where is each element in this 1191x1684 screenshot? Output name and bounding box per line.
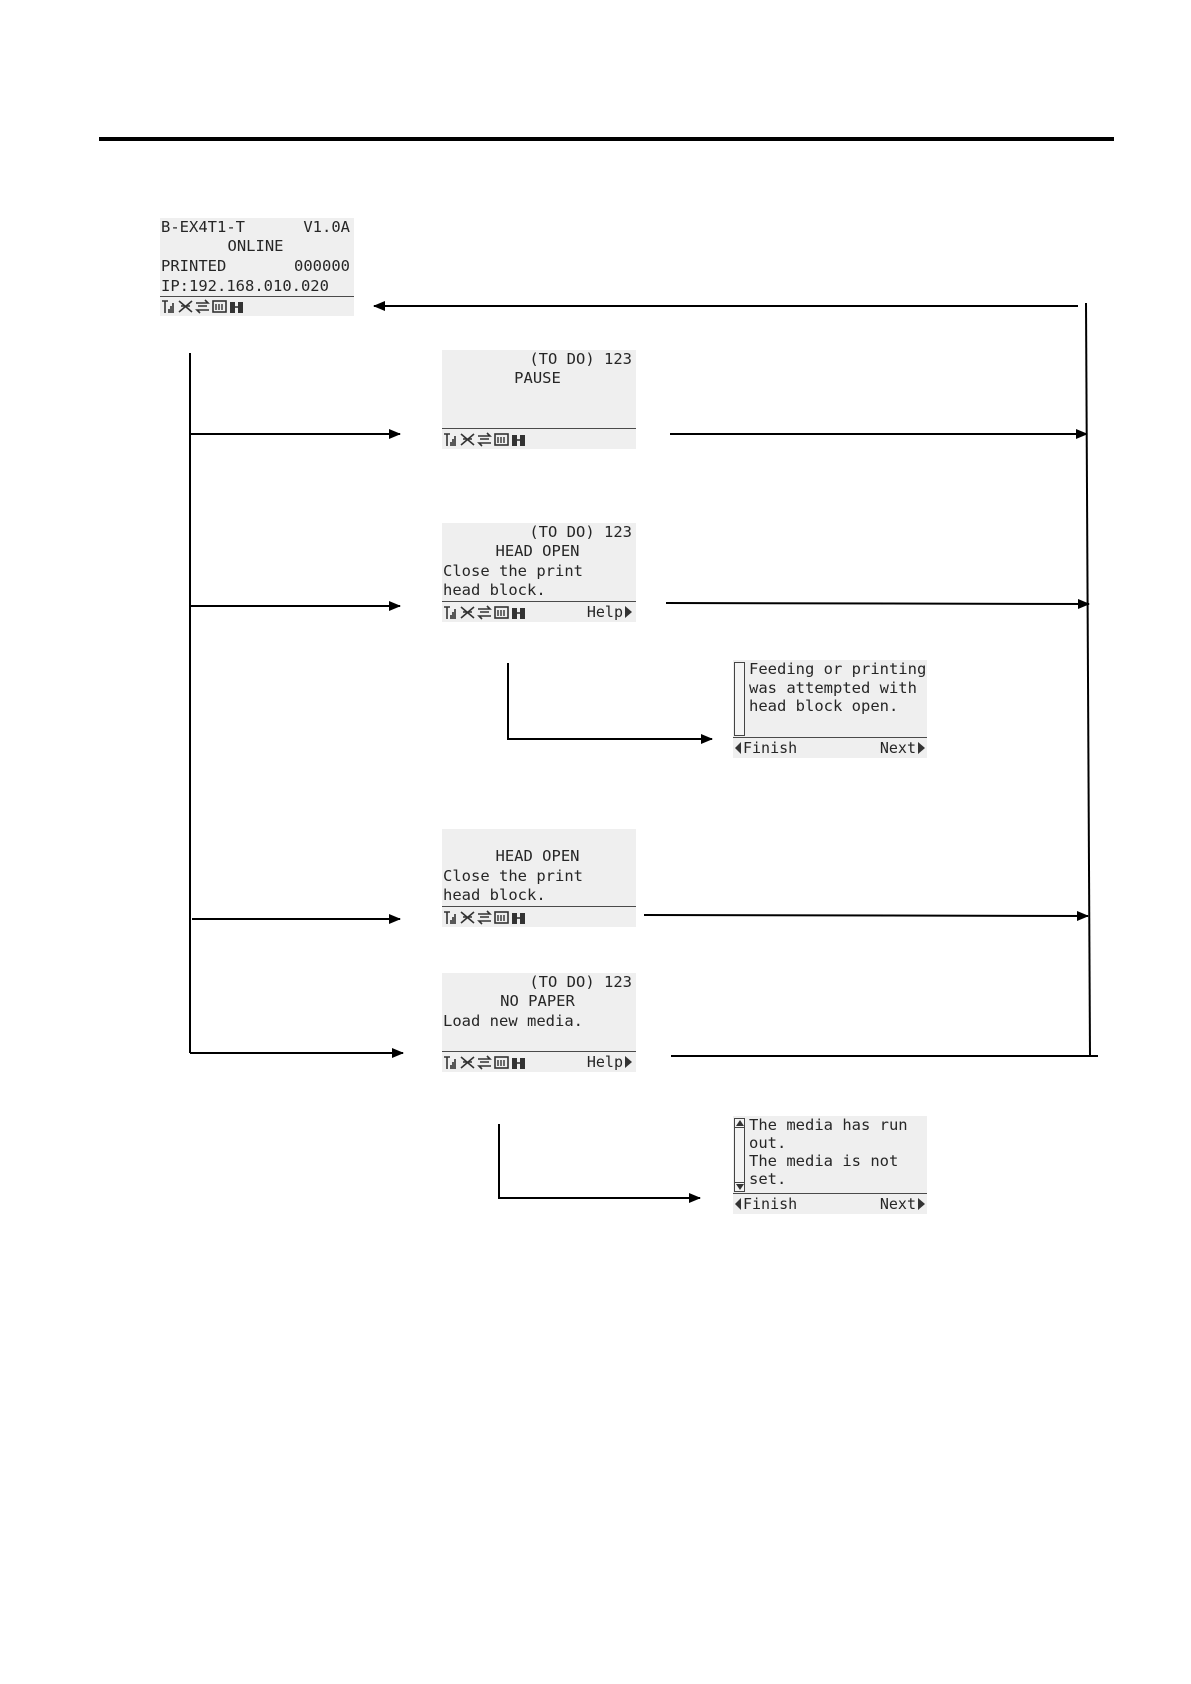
antenna-icon	[162, 299, 174, 313]
printed-count: 000000	[294, 257, 350, 275]
next-label: Next	[879, 1195, 916, 1213]
memory-icon	[494, 432, 509, 446]
help-line-2: was attempted with	[749, 679, 917, 697]
message-line-2: head block.	[443, 581, 546, 599]
ribbon-icon	[512, 1057, 525, 1069]
network-icon	[460, 1055, 475, 1069]
finish-button[interactable]: Finish	[735, 739, 797, 757]
network-icon	[178, 299, 193, 313]
help-no-paper-screen: The media has run out. The media is not …	[733, 1116, 927, 1214]
help-label: Help	[586, 1053, 623, 1071]
next-button[interactable]: Next	[880, 739, 925, 757]
icon-group	[443, 909, 526, 925]
status-text: HEAD OPEN	[495, 847, 580, 865]
no-paper-screen: (TO DO) 123 NO PAPER Load new media. Hel…	[442, 973, 636, 1072]
help-head-open-arrow	[507, 663, 713, 744]
network-icon	[460, 432, 475, 446]
help-no-paper-arrow	[498, 1124, 701, 1203]
ribbon-icon	[512, 434, 525, 446]
memory-icon	[494, 605, 509, 619]
icon-group	[443, 431, 526, 447]
help-line-1: The media has run	[749, 1116, 908, 1134]
transfer-icon	[195, 298, 210, 314]
todo-count: (TO DO) 123	[529, 973, 632, 991]
memory-icon	[212, 299, 227, 313]
todo-count: (TO DO) 123	[529, 350, 632, 368]
chevron-right-icon	[625, 606, 632, 618]
memory-icon	[494, 1055, 509, 1069]
status-text: PAUSE	[514, 369, 561, 387]
help-line-1: Feeding or printing	[749, 660, 927, 678]
help-button[interactable]: Help	[587, 1053, 632, 1071]
icon-group	[443, 1054, 526, 1070]
transfer-icon	[477, 431, 492, 447]
next-button[interactable]: Next	[880, 1195, 925, 1213]
status-icon-bar	[160, 296, 354, 316]
ribbon-icon	[230, 301, 243, 313]
help-line-4: set.	[749, 1170, 787, 1188]
chevron-right-icon	[918, 742, 925, 754]
help-line-3: head block open.	[749, 697, 899, 715]
status-text: ONLINE	[227, 237, 284, 255]
memory-icon	[494, 910, 509, 924]
todo-count: (TO DO) 123	[529, 523, 632, 541]
printed-label: PRINTED	[161, 257, 227, 275]
help-label: Help	[586, 603, 623, 621]
ribbon-icon	[512, 607, 525, 619]
network-icon	[460, 605, 475, 619]
status-icon-bar	[442, 907, 636, 927]
help-line-2: out.	[749, 1134, 787, 1152]
ribbon-icon	[512, 912, 525, 924]
antenna-icon	[444, 910, 456, 924]
chevron-left-icon	[735, 742, 741, 754]
right-trunk-line	[1085, 302, 1091, 1057]
online-screen: B-EX4T1-T V1.0A ONLINE PRINTED 000000 IP…	[160, 218, 354, 316]
message-line-1: Load new media.	[443, 1012, 583, 1030]
help-nav-bar: Finish Next	[733, 1194, 927, 1214]
finish-button[interactable]: Finish	[735, 1195, 797, 1213]
header-rule	[99, 137, 1114, 141]
scroll-down-icon[interactable]	[736, 1184, 744, 1190]
status-text: HEAD OPEN	[495, 542, 580, 560]
message-line-2: head block.	[443, 886, 546, 904]
transfer-icon	[477, 1054, 492, 1070]
firmware-version: V1.0A	[303, 218, 350, 236]
icon-group	[161, 298, 244, 314]
chevron-right-icon	[625, 1056, 632, 1068]
status-icon-bar: Help	[442, 1052, 636, 1072]
head-open-out-arrow	[665, 598, 1090, 609]
help-nav-bar: Finish Next	[733, 738, 927, 758]
head-open-2-out-arrow	[643, 910, 1089, 921]
help-head-open-screen: Feeding or printing was attempted with h…	[733, 660, 927, 758]
status-icon-bar: Help	[442, 602, 636, 622]
icon-group	[443, 604, 526, 620]
antenna-icon	[444, 1055, 456, 1069]
help-button[interactable]: Help	[587, 603, 632, 621]
message-line-1: Close the print	[443, 867, 583, 885]
network-icon	[460, 910, 475, 924]
chevron-right-icon	[918, 1198, 925, 1210]
scrollbar[interactable]	[734, 1118, 745, 1192]
status-text: NO PAPER	[500, 992, 575, 1010]
antenna-icon	[444, 432, 456, 446]
transfer-icon	[477, 604, 492, 620]
model-name: B-EX4T1-T	[161, 218, 245, 236]
ip-address: IP:192.168.010.020	[161, 277, 329, 295]
message-line-1: Close the print	[443, 562, 583, 580]
head-open-screen: (TO DO) 123 HEAD OPEN Close the print he…	[442, 523, 636, 622]
finish-label: Finish	[743, 739, 798, 757]
pause-screen: (TO DO) 123 PAUSE	[442, 350, 636, 449]
finish-label: Finish	[743, 1195, 798, 1213]
help-line-3: The media is not	[749, 1152, 899, 1170]
transfer-icon	[477, 909, 492, 925]
scroll-up-icon[interactable]	[736, 1120, 744, 1126]
status-icon-bar	[442, 429, 636, 449]
head-open-screen-2: HEAD OPEN Close the print head block.	[442, 829, 636, 927]
antenna-icon	[444, 605, 456, 619]
scrollbar[interactable]	[734, 662, 745, 736]
next-label: Next	[879, 739, 916, 757]
chevron-left-icon	[735, 1198, 741, 1210]
